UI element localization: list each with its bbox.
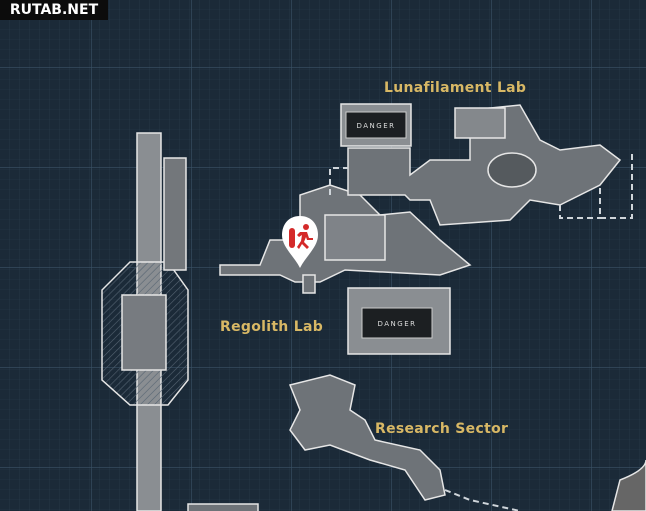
lunafilament-lab-complex (347, 104, 622, 226)
fleeing-person-door-icon (289, 224, 313, 249)
danger-sign-text: DANGER (377, 320, 416, 328)
danger-sign-bottom: DANGER (361, 307, 433, 339)
watermark: RUTAB.NET (0, 0, 108, 20)
label-research-sector: Research Sector (375, 421, 509, 437)
paths (329, 150, 633, 511)
danger-sign-text: DANGER (356, 122, 395, 130)
side-rooms (163, 157, 187, 271)
location-marker[interactable] (280, 214, 320, 270)
danger-sign-top: DANGER (340, 103, 412, 147)
label-lunafilament-lab: Lunafilament Lab (384, 80, 527, 96)
structures (101, 104, 646, 511)
label-regolith-lab: Regolith Lab (220, 319, 324, 335)
research-sector-complex (288, 374, 446, 501)
